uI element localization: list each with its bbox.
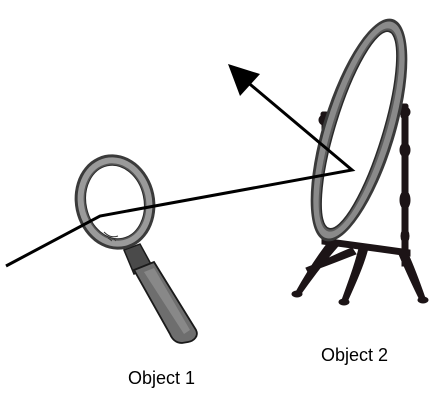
magnifier-handle (123, 243, 198, 344)
ray-path (5, 78, 356, 268)
light-ray (5, 78, 356, 268)
standing-mirror-icon (291, 18, 429, 306)
object-1-label: Object 1 (128, 368, 196, 388)
magnifier-lens (74, 154, 156, 250)
mirror-frame (310, 18, 408, 242)
object-2-label: Object 2 (321, 345, 389, 365)
magnifying-glass-icon (74, 154, 198, 344)
ray-arrowhead (228, 64, 260, 96)
